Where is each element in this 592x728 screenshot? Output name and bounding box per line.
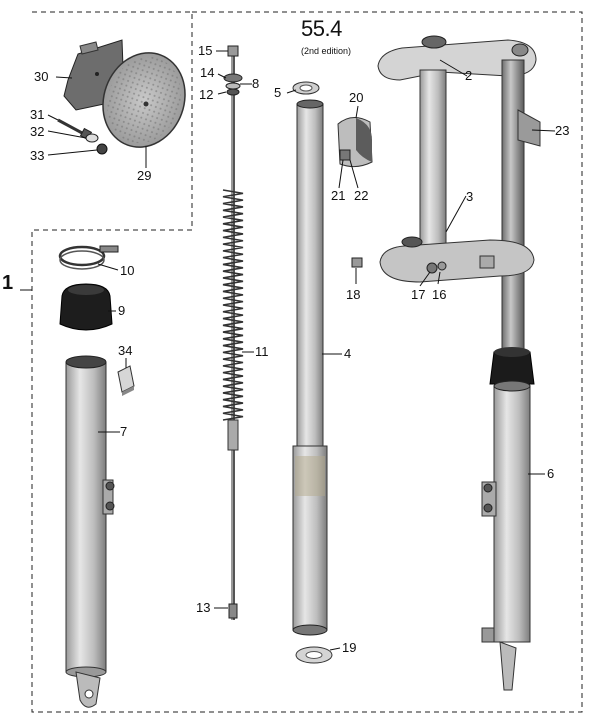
dashed-frame <box>31 11 583 713</box>
group-label: 1 <box>2 272 14 294</box>
small-nut <box>351 257 363 268</box>
callout-9: 9 <box>118 303 126 318</box>
bottom-yoke <box>379 236 535 283</box>
steering-stem <box>419 69 447 247</box>
fork-slider-right <box>481 380 531 691</box>
callout-5: 5 <box>274 85 282 100</box>
callout-11: 11 <box>255 344 269 359</box>
callout-34: 34 <box>118 343 133 358</box>
callout-13: 13 <box>196 600 211 615</box>
callout-33: 33 <box>30 148 45 163</box>
callout-6: 6 <box>547 466 555 481</box>
callout-8: 8 <box>252 76 260 91</box>
seal-ring <box>292 81 320 95</box>
fork-stanchion-right <box>501 59 525 361</box>
guide-bush <box>337 117 373 168</box>
fork-gaiter <box>489 347 535 385</box>
callout-20: 20 <box>349 90 364 105</box>
top-yoke <box>377 35 537 81</box>
reflector-nut <box>96 143 108 155</box>
callout-12: 12 <box>199 87 214 102</box>
bumper-insert <box>117 365 135 396</box>
leader-lines <box>20 50 556 651</box>
callout-29: 29 <box>137 168 152 183</box>
reflector-lens <box>102 52 186 148</box>
callout-3: 3 <box>466 189 474 204</box>
stanchion-tube <box>292 99 328 636</box>
callout-17: 17 <box>411 287 426 302</box>
headlamp-bracket <box>517 109 541 147</box>
callout-23: 23 <box>555 123 570 138</box>
figure-subtitle: (2nd edition) <box>301 46 352 56</box>
hose-clamp <box>58 245 119 270</box>
figure-title: 55.4 <box>301 16 342 41</box>
callout-32: 32 <box>30 124 45 139</box>
callout-10: 10 <box>120 263 135 278</box>
fork-spring <box>222 189 244 421</box>
callout-30: 30 <box>34 69 49 84</box>
rubber-dust-cap <box>59 283 113 331</box>
callout-7: 7 <box>120 424 128 439</box>
callout-19: 19 <box>342 640 357 655</box>
callout-18: 18 <box>346 287 361 302</box>
callout-2: 2 <box>465 68 473 83</box>
callout-31: 31 <box>30 107 45 122</box>
reflector-washer <box>85 133 99 143</box>
bottom-washer <box>295 646 333 664</box>
callout-4: 4 <box>344 346 352 361</box>
callout-16: 16 <box>432 287 447 302</box>
callout-21: 21 <box>331 188 346 203</box>
damper-rod <box>223 45 243 620</box>
callout-14: 14 <box>200 65 215 80</box>
callout-15: 15 <box>198 43 213 58</box>
callout-22: 22 <box>354 188 369 203</box>
fork-slider-left <box>65 355 115 708</box>
